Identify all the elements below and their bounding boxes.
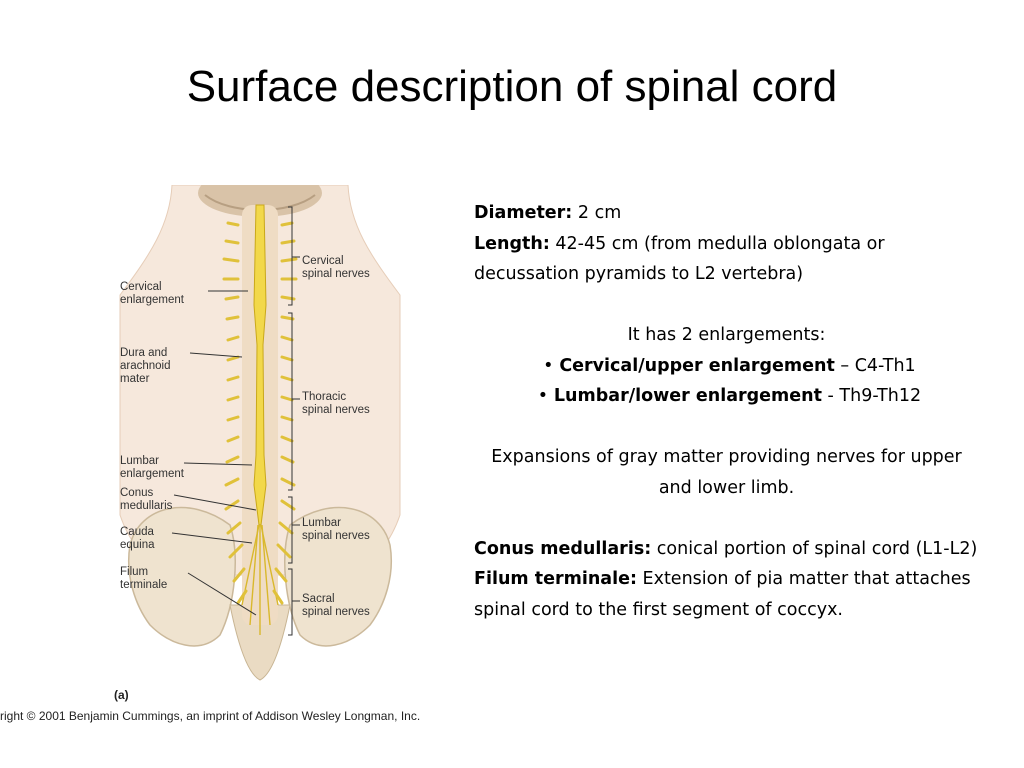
- label-lumbar-enlargement: Lumbar enlargement: [120, 455, 184, 480]
- spinal-cord-drawing: [119, 185, 401, 681]
- label-cervical-enlargement: Cervical enlargement: [120, 281, 184, 306]
- figure-panel-label: (a): [114, 688, 129, 702]
- bullet-icon: •: [543, 355, 554, 376]
- label-filum-terminale: Filum terminale: [120, 566, 168, 591]
- bullet-item: •Lumbar/lower enlargement - Th9-Th12: [474, 381, 979, 412]
- conus-value: conical portion of spinal cord (L1-L2): [651, 538, 978, 559]
- label-lumbar-spinal-nerves: Lumbar spinal nerves: [302, 517, 370, 542]
- figure-copyright: right © 2001 Benjamin Cummings, an impri…: [0, 709, 421, 723]
- label-dura-arachnoid: Dura and arachnoid mater: [120, 347, 171, 385]
- page-title: Surface description of spinal cord: [186, 62, 838, 111]
- conus-line: Conus medullaris: conical portion of spi…: [474, 534, 979, 565]
- label-cauda-equina: Cauda equina: [120, 526, 155, 551]
- content-text: Diameter: 2 cm Length: 42-45 cm (from me…: [474, 198, 979, 625]
- filum-value: Extension of pia matter that attaches sp…: [474, 569, 971, 620]
- expansions-text: Expansions of gray matter providing nerv…: [491, 447, 962, 498]
- label-cervical-spinal-nerves: Cervical spinal nerves: [302, 255, 370, 280]
- label-thoracic-spinal-nerves: Thoracic spinal nerves: [302, 391, 370, 416]
- diameter-label: Diameter:: [474, 203, 573, 223]
- label-conus-medullaris: Conus medullaris: [120, 487, 173, 512]
- spacer: [474, 412, 979, 443]
- bullet-rest: - Th9-Th12: [821, 386, 922, 406]
- bullet-bold: Lumbar/lower enlargement: [553, 386, 822, 406]
- length-line: Length: 42-45 cm (from medulla oblongata…: [474, 229, 979, 290]
- label-sacral-spinal-nerves: Sacral spinal nerves: [302, 593, 370, 618]
- bullet-rest: – C4-Th1: [834, 355, 916, 376]
- spacer: [474, 503, 979, 534]
- bullet-item: •Cervical/upper enlargement – C4-Th1: [474, 351, 979, 382]
- spacer: [474, 290, 979, 321]
- bullet-icon: •: [537, 386, 549, 406]
- bullet-bold: Cervical/upper enlargement: [559, 355, 835, 376]
- length-label: Length:: [474, 233, 550, 254]
- filum-line: Filum terminale: Extension of pia matter…: [474, 564, 979, 625]
- length-value: 42-45 cm (from medulla oblongata or decu…: [474, 233, 885, 285]
- diameter-value: 2 cm: [572, 203, 622, 223]
- enlargements-intro: It has 2 enlargements:: [627, 325, 826, 345]
- conus-label: Conus medullaris:: [474, 538, 652, 559]
- diameter-line: Diameter: 2 cm: [474, 198, 979, 229]
- spinal-cord-illustration: Cervical enlargement Dura and arachnoid …: [110, 185, 410, 705]
- filum-label: Filum terminale:: [474, 569, 637, 589]
